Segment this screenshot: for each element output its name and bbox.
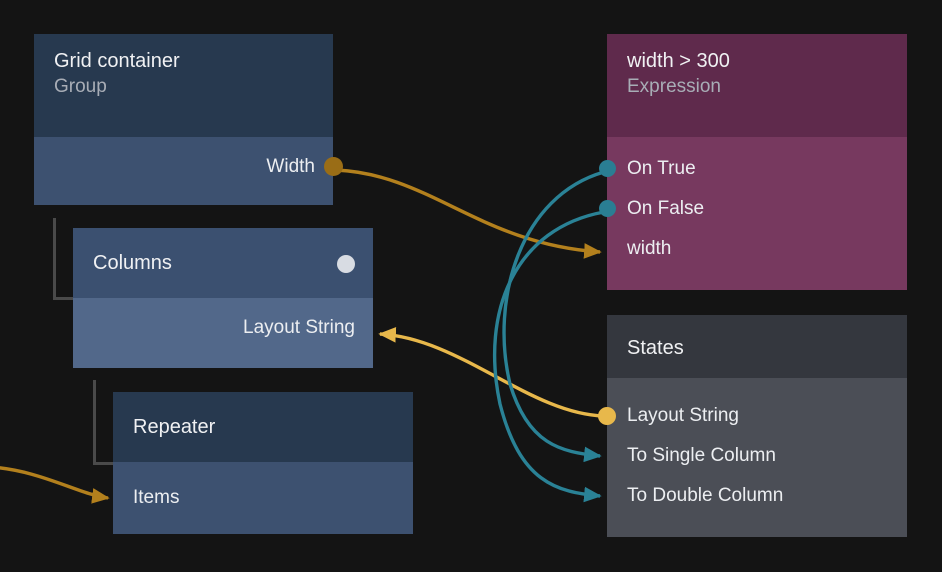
wire-width-to-expression-width — [335, 168, 602, 259]
node-title-grid-container: Grid container — [54, 50, 180, 72]
node-body-grid-container: Width — [34, 137, 343, 205]
node-body-columns: Layout String — [73, 298, 373, 368]
node-body-repeater: Items — [113, 462, 413, 534]
port-label-items: Items — [133, 487, 180, 508]
port-row-states-layout-string[interactable]: Layout String — [598, 396, 907, 436]
port-dot-columns-output[interactable] — [337, 255, 355, 273]
port-label-to-double-column: To Double Column — [627, 485, 784, 506]
port-label-on-true: On True — [627, 158, 696, 179]
node-columns[interactable]: Columns Layout String — [73, 228, 373, 368]
hierarchy-bracket-grid-to-columns — [53, 218, 76, 300]
port-row-columns-layout-string[interactable]: Layout String — [73, 308, 373, 348]
node-header-repeater[interactable]: Repeater — [113, 392, 413, 462]
port-label-on-false: On False — [627, 198, 705, 219]
wire-offscreen-to-repeater-items — [0, 466, 110, 504]
port-row-grid-container-width[interactable]: Width — [34, 147, 333, 187]
port-row-states-to-single-column[interactable]: To Single Column — [607, 436, 907, 476]
node-grid-container[interactable]: Grid container Group Width — [34, 34, 343, 205]
port-dot-on-true[interactable] — [598, 160, 616, 177]
hierarchy-bracket-columns-to-repeater — [93, 380, 116, 465]
node-header-grid-container[interactable]: Grid container Group — [34, 34, 333, 137]
node-title-states: States — [627, 337, 684, 359]
port-label-expression-width: width — [627, 238, 672, 259]
node-subtitle-grid-container: Group — [54, 76, 107, 97]
wire-onfalse-to-double-column — [492, 210, 605, 503]
node-title-columns: Columns — [93, 252, 172, 274]
port-dot-width-output[interactable] — [323, 157, 343, 176]
node-repeater[interactable]: Repeater Items — [113, 392, 413, 534]
node-body-states: Layout String To Single Column To Double… — [598, 378, 907, 537]
port-label-to-single-column: To Single Column — [627, 445, 776, 466]
port-row-repeater-items[interactable]: Items — [113, 478, 413, 518]
port-dot-states-layout-string[interactable] — [598, 407, 616, 425]
node-header-states[interactable]: States — [607, 315, 907, 378]
node-subtitle-expression: Expression — [627, 76, 721, 97]
wire-ontrue-to-single-column — [502, 170, 605, 463]
port-row-states-to-double-column[interactable]: To Double Column — [607, 476, 907, 516]
port-row-expression-width[interactable]: width — [607, 229, 907, 269]
node-expression[interactable]: width > 300 Expression On True On False … — [598, 34, 907, 290]
port-label-layout-string: Layout String — [243, 317, 355, 338]
node-body-expression: On True On False width — [598, 137, 907, 290]
port-dot-on-false[interactable] — [598, 200, 616, 217]
node-header-expression[interactable]: width > 300 Expression — [607, 34, 907, 137]
node-states[interactable]: States Layout String To Single Column To… — [598, 315, 907, 537]
node-header-columns[interactable]: Columns — [73, 228, 373, 298]
port-row-expression-on-true[interactable]: On True — [598, 149, 907, 189]
node-title-repeater: Repeater — [133, 416, 216, 438]
port-label-states-layout-string: Layout String — [627, 405, 739, 426]
node-title-expression: width > 300 — [627, 50, 730, 72]
wire-states-layout-to-columns-layout — [378, 327, 605, 418]
port-label-width: Width — [266, 156, 315, 177]
port-row-expression-on-false[interactable]: On False — [598, 189, 907, 229]
